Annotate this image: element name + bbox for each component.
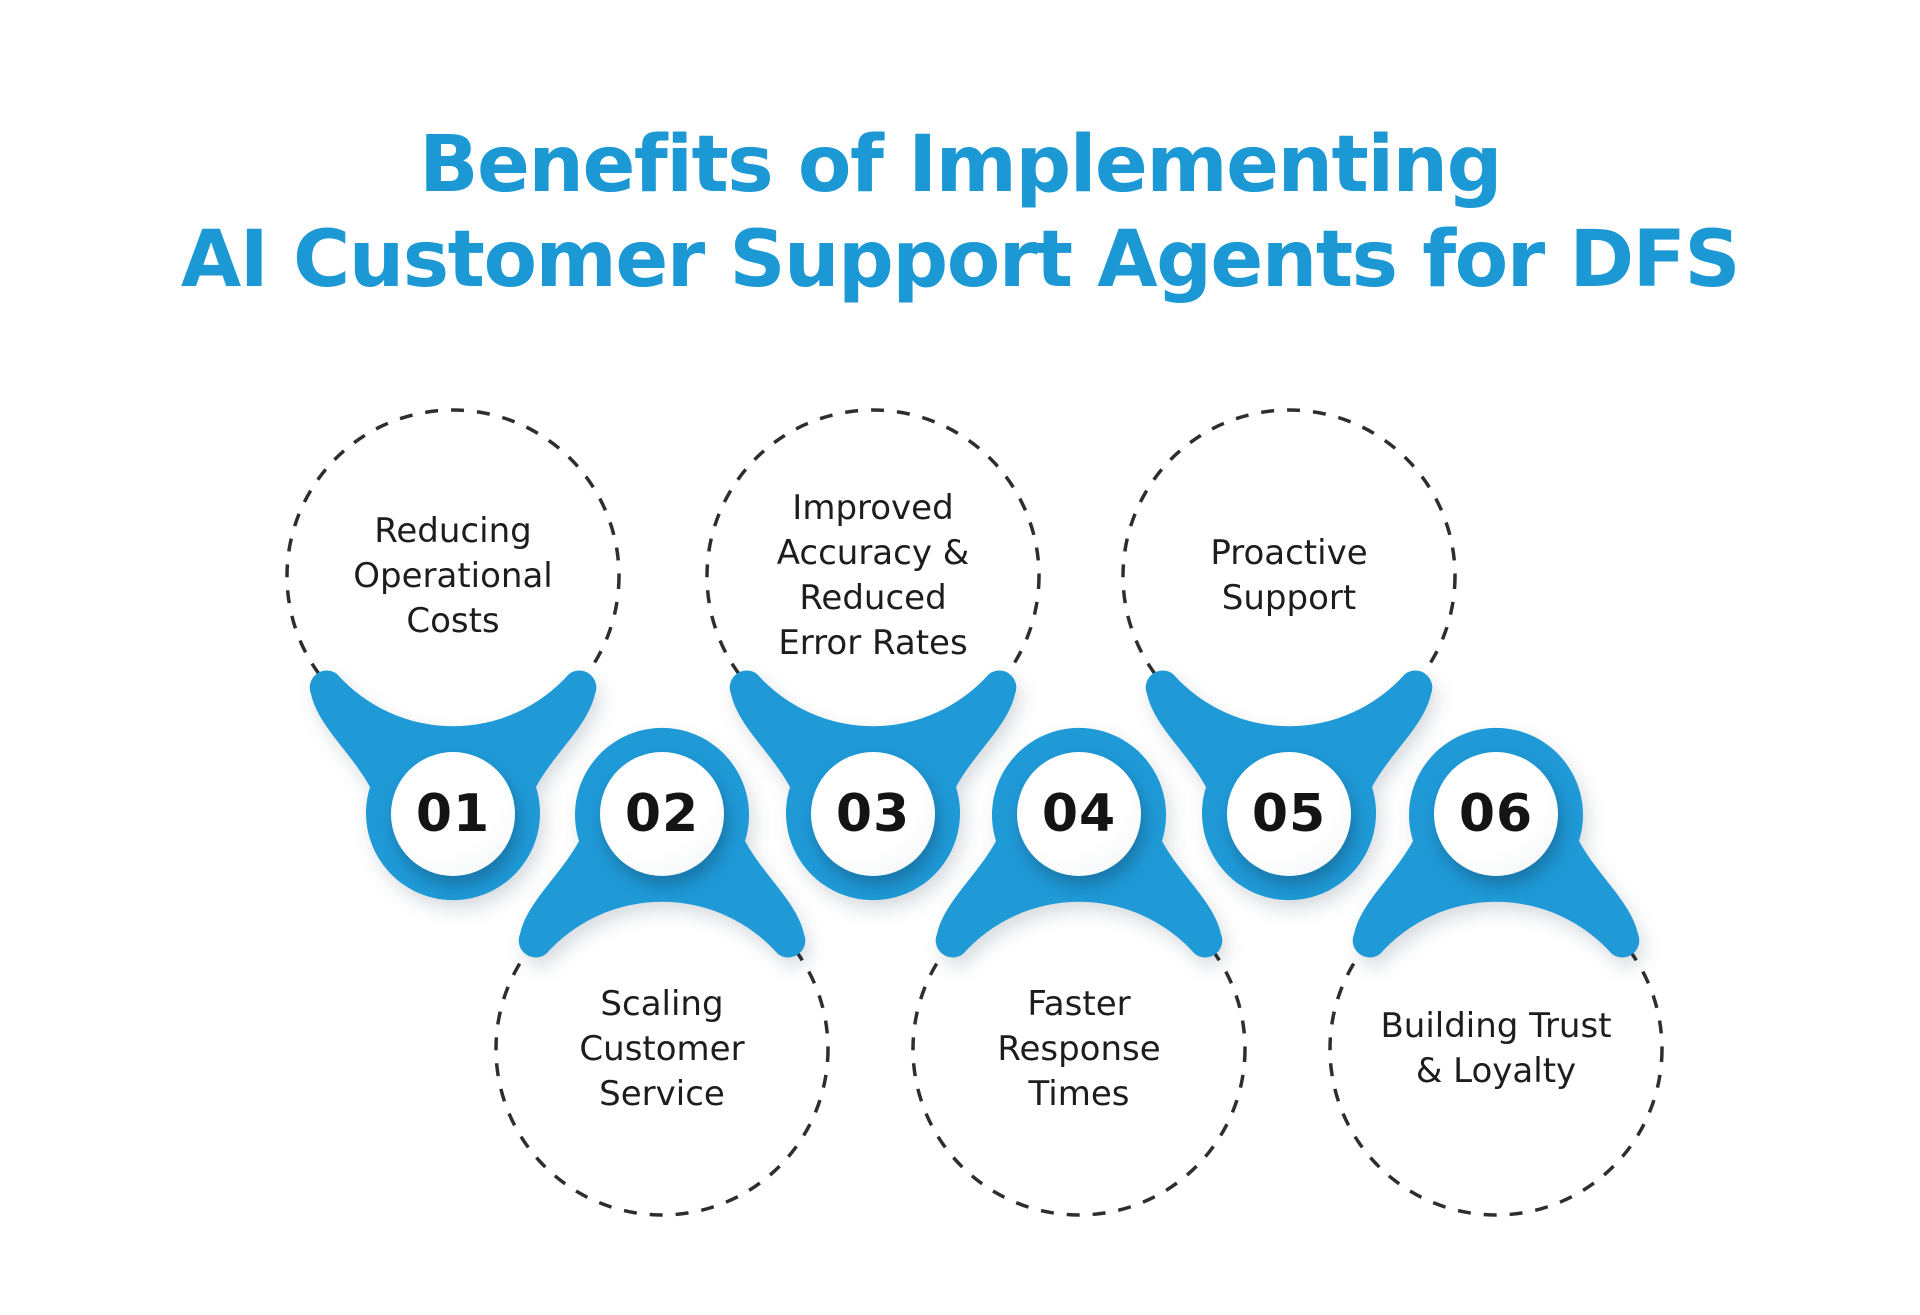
benefit-label-03: Improved Accuracy & Reduced Error Rates [713, 410, 1033, 742]
step-number-02: 02 [600, 752, 724, 876]
benefit-label-05: Proactive Support [1129, 410, 1449, 742]
step-number-text-03: 03 [835, 784, 911, 844]
step-number-text-06: 06 [1458, 784, 1534, 844]
step-number-03: 03 [811, 752, 935, 876]
benefit-label-01: Reducing Operational Costs [293, 410, 613, 742]
step-number-05: 05 [1227, 752, 1351, 876]
benefit-label-02: Scaling Customer Service [502, 883, 822, 1215]
page-title: Benefits of Implementing AI Customer Sup… [0, 118, 1920, 308]
benefit-label-text-04: Faster Response Times [997, 983, 1161, 1114]
benefit-label-text-06: Building Trust & Loyalty [1380, 1006, 1612, 1091]
benefit-label-text-01: Reducing Operational Costs [353, 510, 553, 641]
page-title-line2: AI Customer Support Agents for DFS [180, 215, 1741, 305]
benefit-label-text-03: Improved Accuracy & Reduced Error Rates [776, 488, 970, 663]
step-number-text-04: 04 [1041, 784, 1117, 844]
step-number-04: 04 [1017, 752, 1141, 876]
benefit-label-text-02: Scaling Customer Service [579, 983, 745, 1114]
benefit-label-text-05: Proactive Support [1210, 533, 1368, 618]
page-title-line1: Benefits of Implementing [419, 120, 1502, 210]
step-number-text-05: 05 [1251, 784, 1327, 844]
benefit-label-04: Faster Response Times [919, 883, 1239, 1215]
step-number-01: 01 [391, 752, 515, 876]
step-number-text-02: 02 [624, 784, 700, 844]
benefit-label-06: Building Trust & Loyalty [1336, 883, 1656, 1215]
step-number-06: 06 [1434, 752, 1558, 876]
step-number-text-01: 01 [415, 784, 491, 844]
